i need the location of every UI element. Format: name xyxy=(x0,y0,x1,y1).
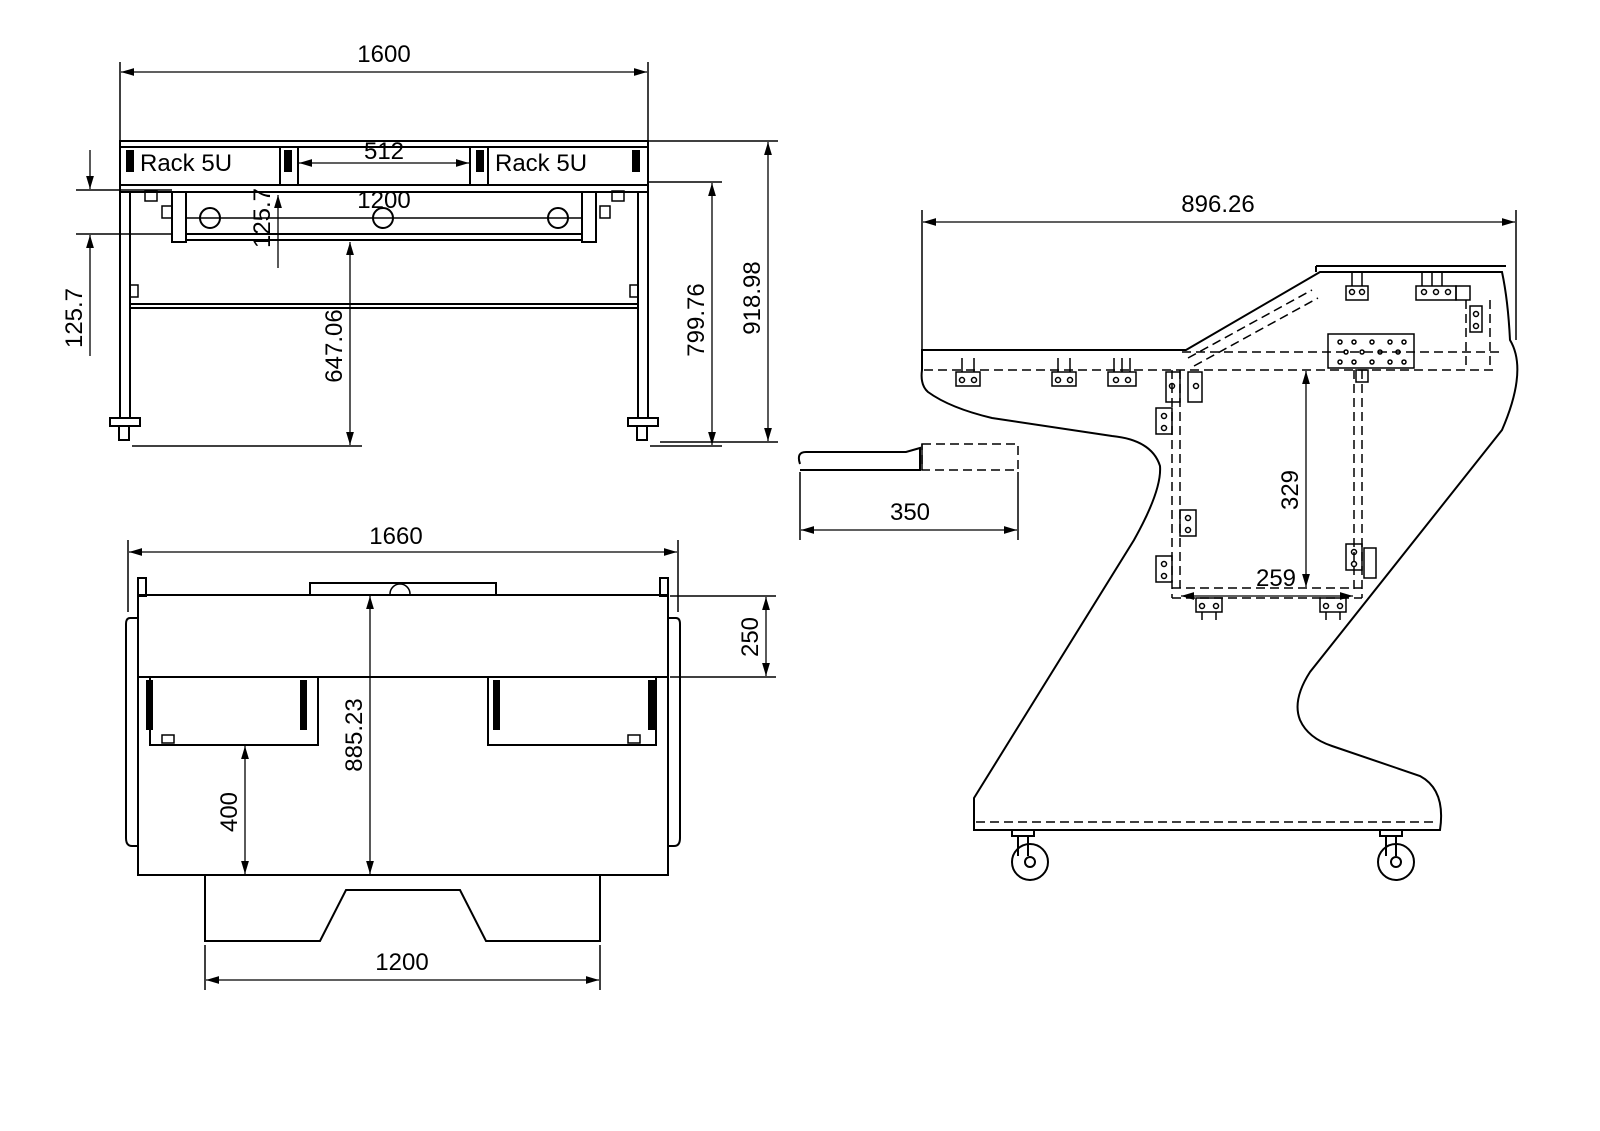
dim-desk-height: 647.06 xyxy=(321,309,348,382)
dim-shelf-height-small: 125.7 xyxy=(249,188,276,248)
rack-label-right: Rack 5U xyxy=(495,150,587,177)
top-view: 1660 250 885.23 400 1200 xyxy=(125,523,776,990)
front-view: Rack 5U Rack 5U 1600 512 1200 125.7 125.… xyxy=(61,41,778,447)
dim-total-depth: 885.23 xyxy=(341,698,368,771)
dim-inner-width: 1200 xyxy=(357,187,410,214)
dim-cutout-depth: 400 xyxy=(216,792,243,832)
caster-right xyxy=(1377,829,1415,881)
dim-front-width: 1600 xyxy=(357,41,410,68)
dim-rack-height: 329 xyxy=(1277,470,1304,510)
caster-left xyxy=(1011,829,1049,881)
dim-side-depth: 896.26 xyxy=(1181,191,1254,218)
dim-front-depth: 250 xyxy=(737,617,764,657)
dim-total-height: 918.98 xyxy=(739,261,766,334)
dim-top-height: 799.76 xyxy=(683,283,710,356)
rack-label-left: Rack 5U xyxy=(140,150,232,177)
dim-shelf-height-left: 125.7 xyxy=(61,288,88,348)
dim-base-width: 1200 xyxy=(375,949,428,976)
dim-top-width: 1660 xyxy=(369,523,422,550)
dim-rack-gap: 512 xyxy=(364,138,404,165)
dim-rack-depth: 259 xyxy=(1256,565,1296,592)
dim-keyboard-tray: 350 xyxy=(890,499,930,526)
side-view: 896.26 350 329 259 xyxy=(797,191,1519,881)
